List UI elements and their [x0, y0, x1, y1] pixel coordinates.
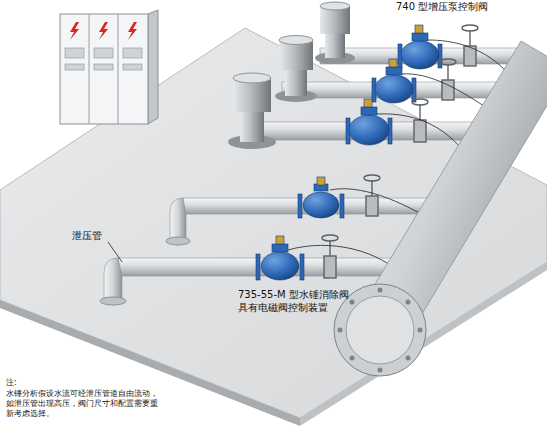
leader-line	[108, 242, 122, 262]
pipe-callout: 泄压管	[72, 230, 132, 243]
note-heading: 注:	[6, 378, 46, 388]
control-valve	[372, 59, 416, 103]
pump	[315, 2, 355, 64]
note-text: 水锤分析假设水流可经泄压管道自由流动，如泄压管出现高压，阀门尺寸和配置需要重新考…	[6, 389, 158, 419]
pump	[275, 36, 317, 103]
control-valve	[346, 99, 392, 145]
relief-valve	[298, 177, 344, 218]
valve-callout: 735-55-M 型水锤消除阀 具有电磁阀控制装置	[238, 289, 370, 314]
control-cabinets	[60, 10, 158, 124]
header-pipe	[334, 41, 547, 376]
control-valve	[398, 25, 442, 69]
pump	[228, 73, 276, 149]
relief-valve	[256, 236, 304, 280]
valve-callout: 740 型增压泵控制阀	[396, 1, 546, 14]
